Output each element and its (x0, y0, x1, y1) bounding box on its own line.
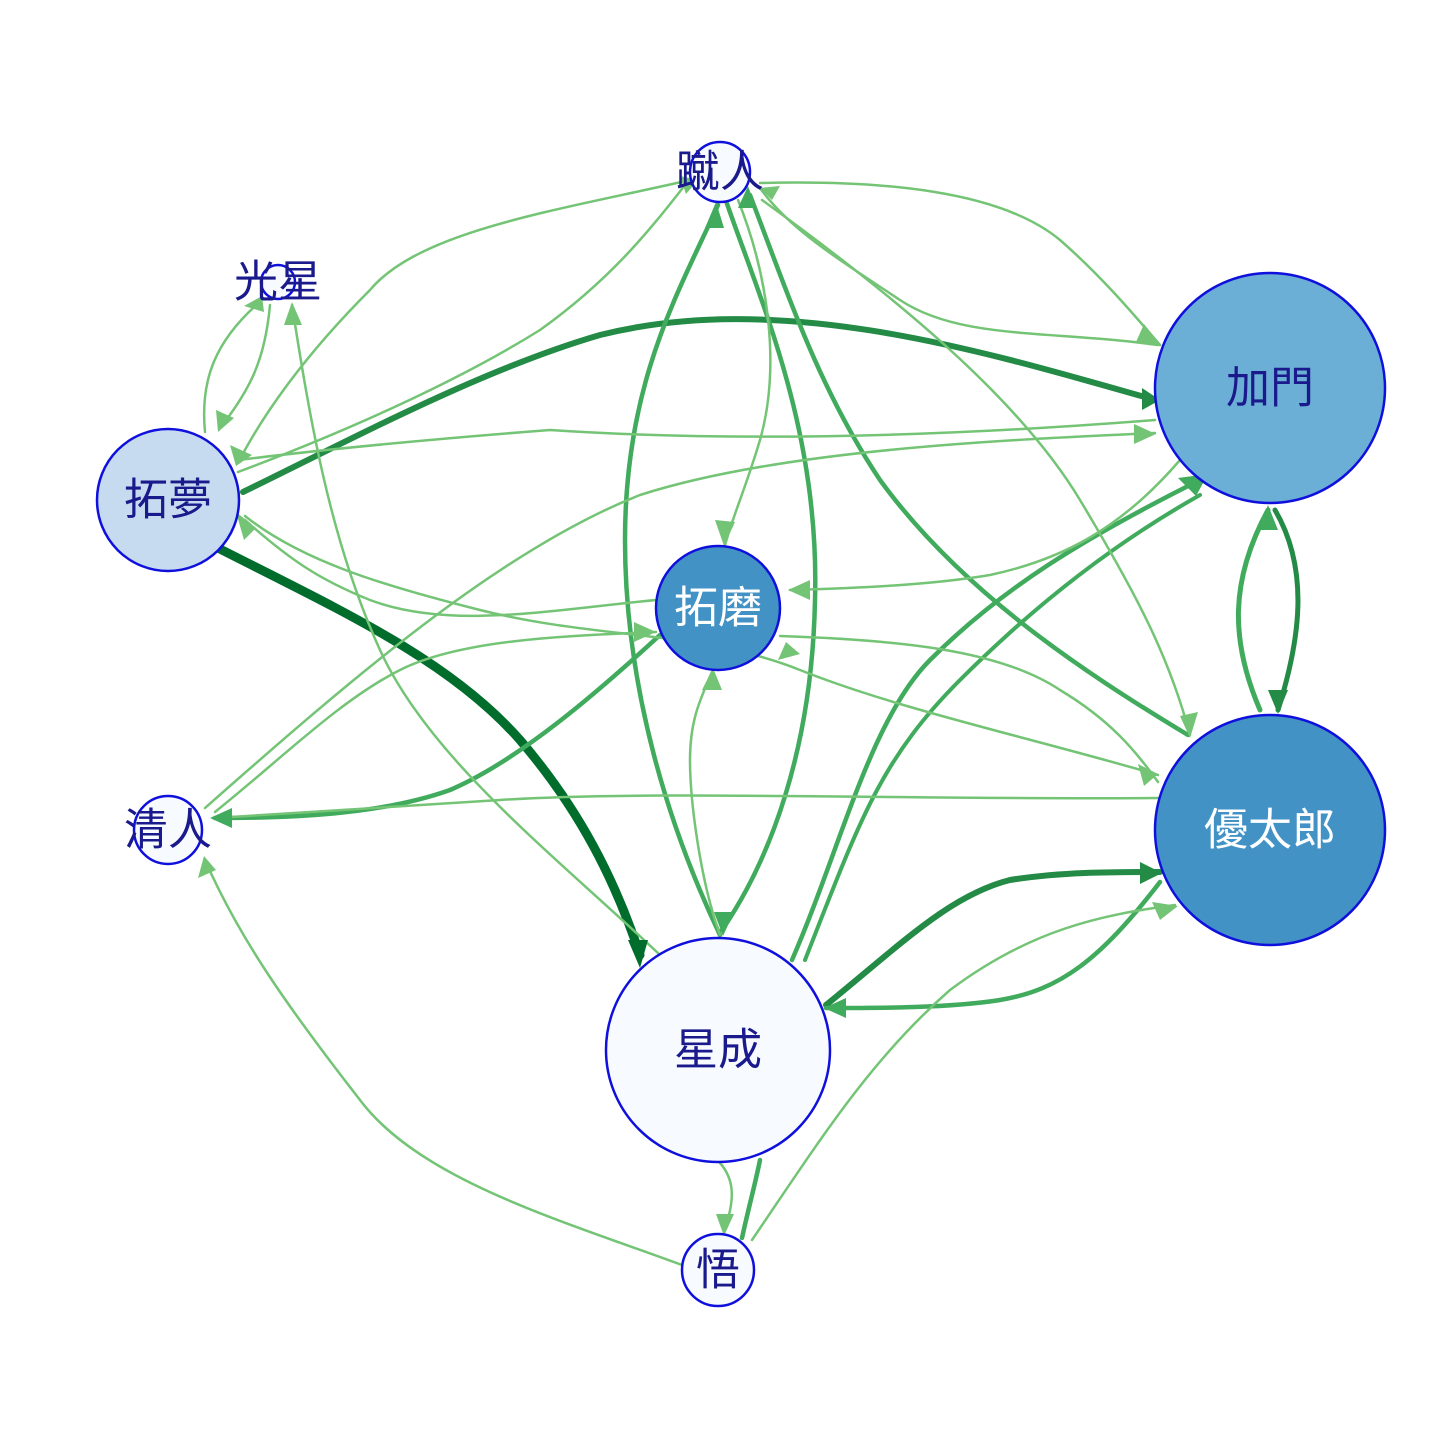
edge-satoru-yutaro (750, 903, 1177, 1242)
arrowhead (738, 186, 756, 208)
node-takumu[interactable]: 拓夢 (95, 427, 241, 573)
arrowhead (715, 520, 735, 546)
node-circle (688, 140, 752, 204)
arrowhead (1180, 712, 1198, 738)
edge-takuma-yutaro (778, 634, 1160, 784)
arrowhead (628, 940, 648, 968)
edge-shunto-seina (719, 195, 818, 933)
node-label: 清人 (124, 805, 212, 856)
node-kado[interactable]: 加門 (1153, 271, 1387, 505)
edge-shunto-yutaro (760, 198, 1192, 737)
arrowhead (216, 410, 234, 432)
node-label: 拓夢 (124, 475, 212, 526)
node-circle (259, 263, 297, 301)
edge-kado-takuma (788, 458, 1182, 592)
edges-layer (202, 178, 1301, 1267)
arrowhead (1152, 902, 1178, 920)
edge-kado-takumu (236, 418, 1157, 462)
arrowhead (1134, 424, 1156, 444)
node-kiyoto[interactable]: 清人 (124, 794, 212, 866)
edge-takumu-shunto (236, 183, 687, 474)
edge-shunto-takuma (723, 198, 772, 547)
node-satoru[interactable]: 悟 (680, 1232, 756, 1308)
arrowhead (705, 202, 724, 228)
arrowhead (778, 642, 800, 660)
arrowhead (702, 668, 722, 690)
arrowhead (1140, 862, 1162, 884)
arrowhead (634, 622, 656, 642)
node-label: 加門 (1226, 363, 1314, 414)
edge-seina-kado-1 (789, 477, 1203, 963)
edge-seina-kado-2 (803, 493, 1202, 962)
edge-yutaro-shunto (747, 192, 1191, 738)
edge-seina-shunto (622, 202, 723, 938)
edge-takumu-seina (213, 543, 645, 960)
arrowhead (1136, 324, 1160, 344)
node-circle (132, 794, 204, 866)
node-kosei[interactable]: 光星 (234, 257, 322, 308)
edge-kado-yutaro (1272, 507, 1301, 713)
arrowheads-layer (198, 176, 1288, 1236)
edge-satoru-kiyoto (203, 858, 684, 1267)
arrowhead (760, 186, 780, 200)
node-seina[interactable]: 星成 (604, 936, 832, 1164)
arrowhead (714, 912, 734, 936)
edge-seina-kosei (290, 303, 662, 957)
node-takuma[interactable]: 拓磨 (654, 544, 782, 672)
node-circle (1153, 271, 1387, 505)
node-label: 悟 (696, 1245, 740, 1296)
edge-kiyoto-kado (203, 431, 1157, 810)
node-label: 星成 (674, 1025, 762, 1076)
arrowhead (210, 808, 232, 828)
arrowhead (788, 580, 810, 600)
node-circle (1153, 713, 1387, 947)
edge-takuma-kiyoto (212, 632, 663, 821)
edge-shunto-takumu (236, 178, 692, 465)
edge-takuma-takumu (243, 518, 658, 618)
arrowhead (230, 445, 252, 466)
edge-takumu-kosei (202, 298, 264, 434)
arrowhead (1258, 505, 1278, 530)
node-label: 優太郎 (1204, 805, 1336, 856)
arrowhead (1268, 690, 1288, 714)
node-circle (604, 936, 832, 1164)
edge-takumu-kado (240, 316, 1158, 495)
edge-seina-yutaro (823, 869, 1163, 1008)
edge-kado-shunto (758, 186, 1160, 347)
edge-kosei-takumu (218, 303, 272, 430)
edge-satoru-seina (739, 1157, 763, 1241)
edge-seina-takuma (688, 670, 722, 937)
arrowhead (284, 302, 302, 325)
arrowhead (236, 512, 256, 540)
arrowhead (244, 296, 264, 312)
node-label: 光星 (234, 257, 322, 308)
edge-yutaro-kado (1235, 507, 1271, 713)
edge-shunto-kado (758, 181, 1162, 347)
arrowhead (824, 998, 846, 1018)
edge-yutaro-seina (823, 879, 1163, 1011)
node-circle (680, 1232, 756, 1308)
node-yutaro[interactable]: 優太郎 (1153, 713, 1387, 947)
edge-yutaro-kiyoto (213, 794, 1160, 820)
node-circle (654, 544, 782, 672)
node-label: 拓磨 (674, 583, 762, 634)
arrowhead (716, 1214, 734, 1236)
edge-kiyoto-takuma (213, 630, 658, 814)
arrowhead (1138, 764, 1158, 786)
node-shunto[interactable]: 蹴人 (676, 140, 764, 204)
node-label: 蹴人 (676, 147, 764, 198)
arrowhead (1142, 388, 1160, 410)
arrowhead (198, 856, 216, 878)
node-circle (95, 427, 241, 573)
nodes-layer: 蹴人 光星 加門 拓夢 拓磨 清人 優太郎 星成 (95, 140, 1387, 1308)
